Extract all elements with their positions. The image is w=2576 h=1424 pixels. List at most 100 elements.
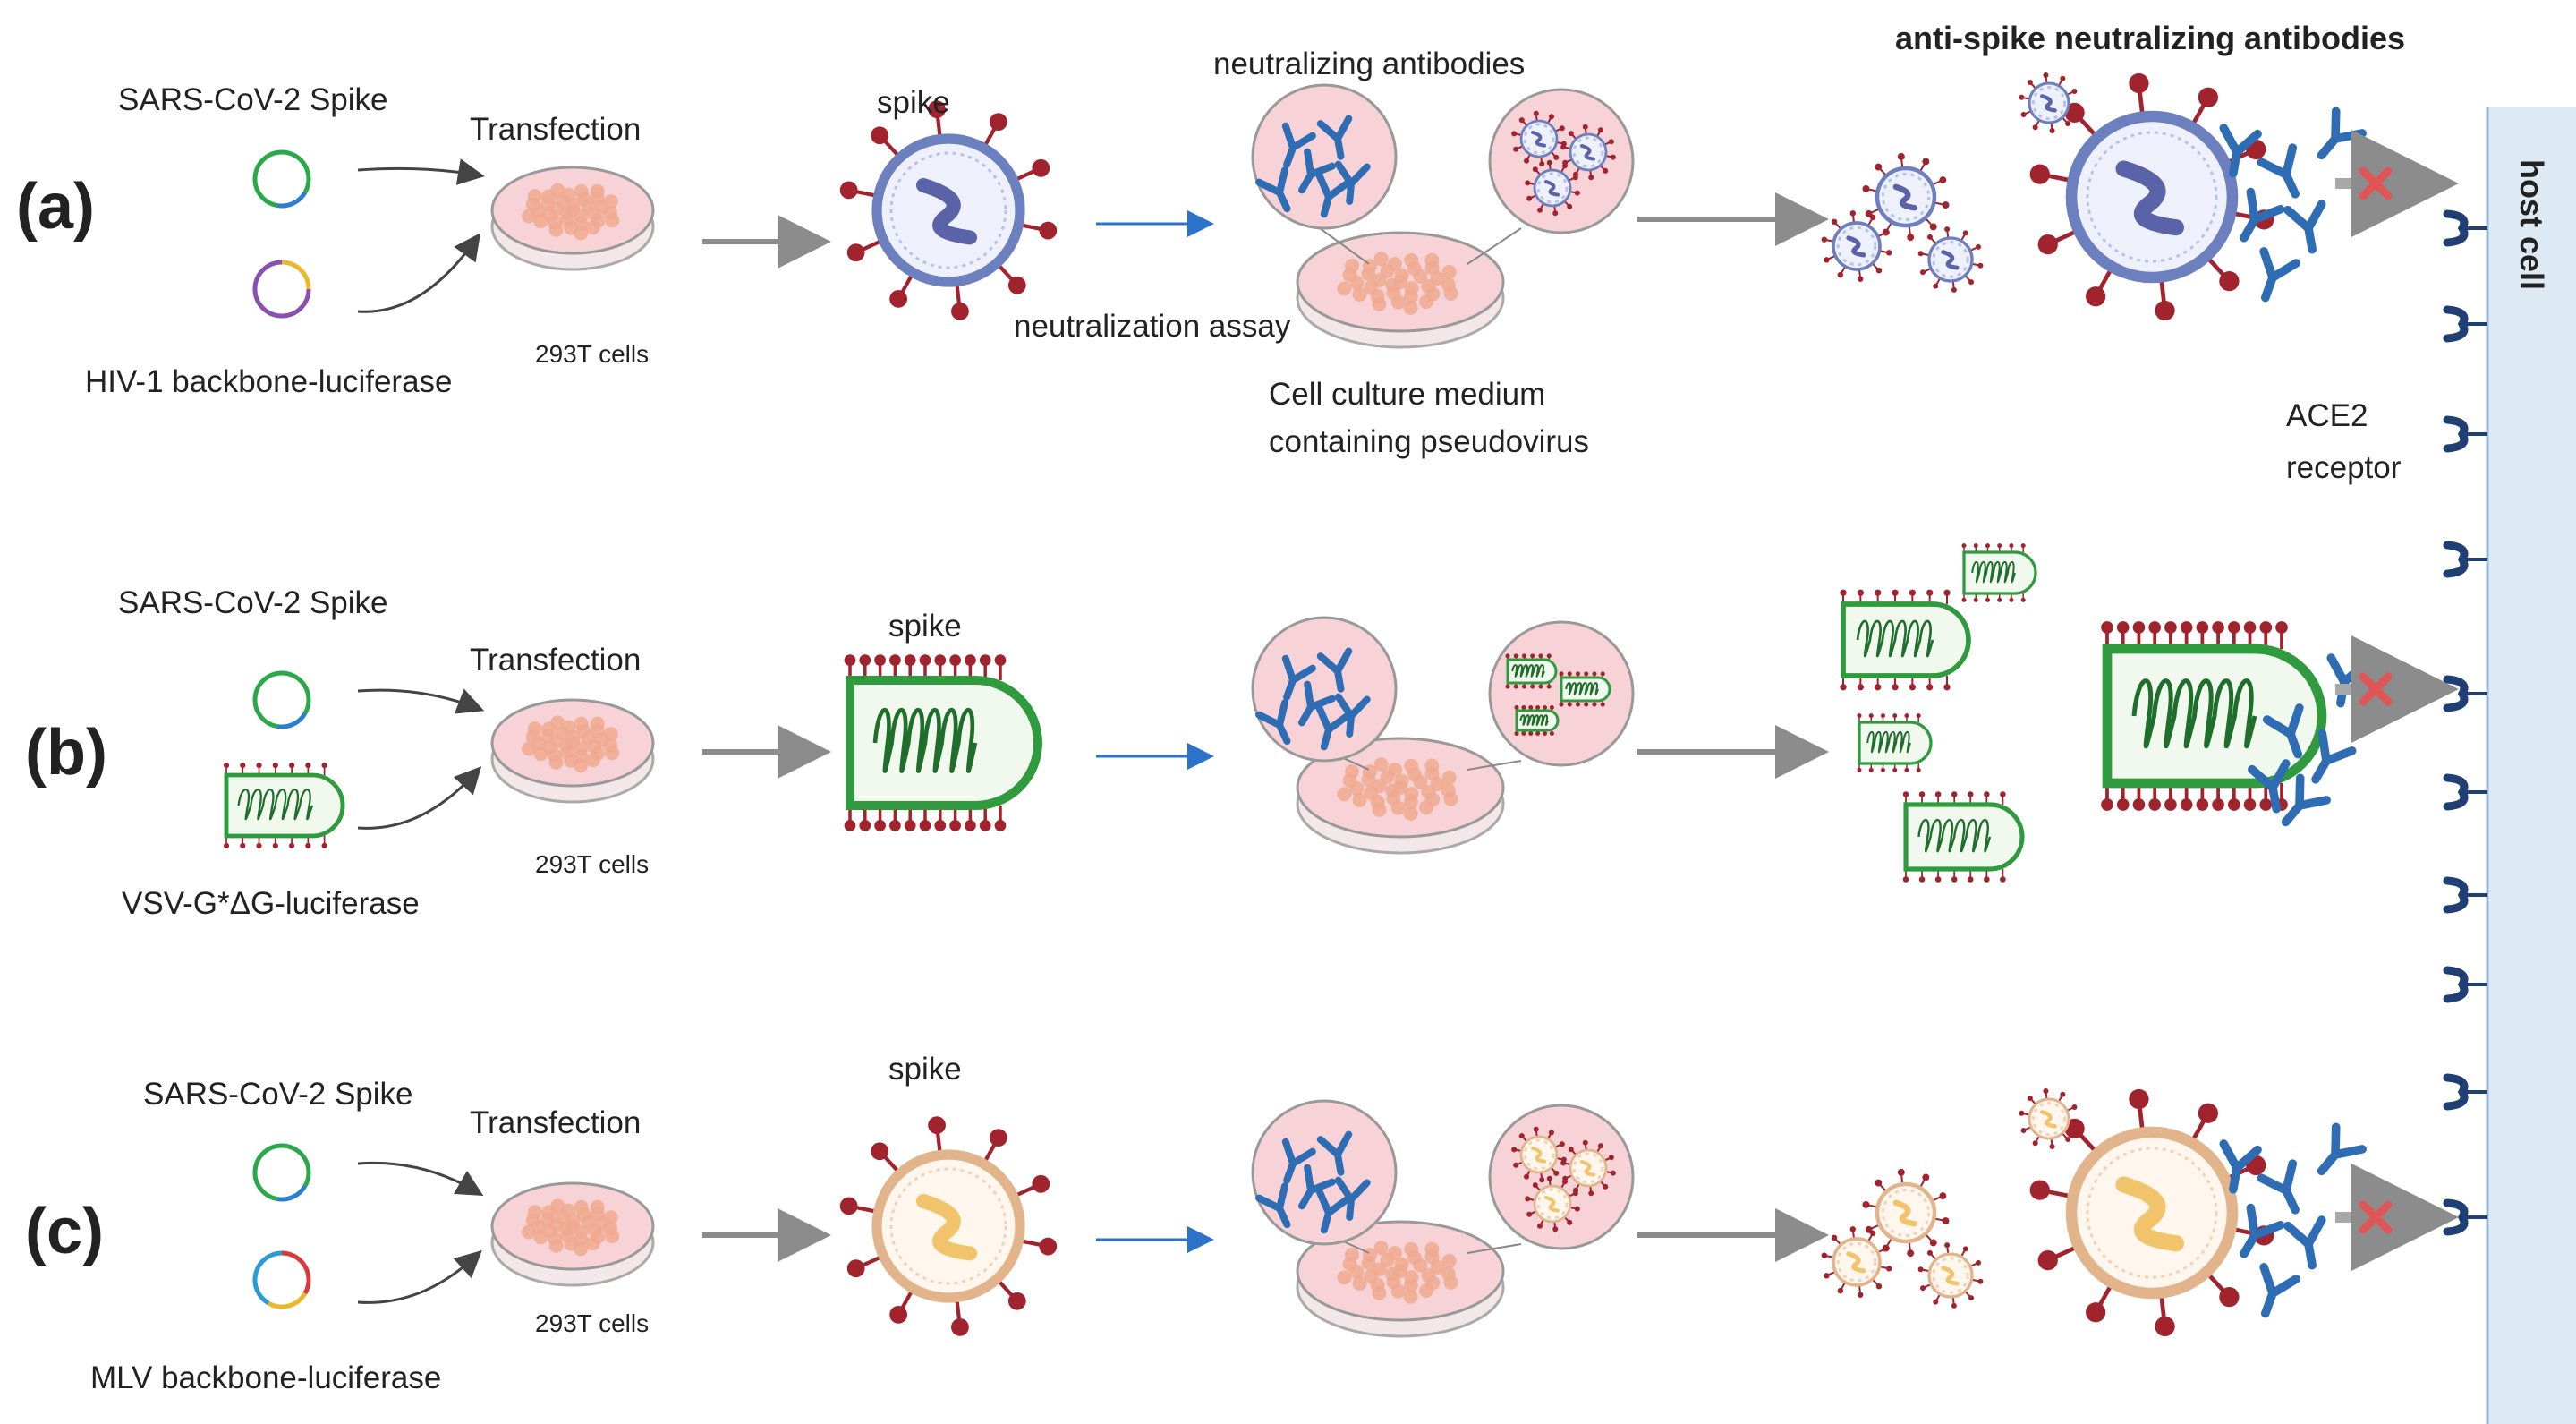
spike-protein (2019, 94, 2025, 100)
plasmid-bottom-label-c: MLV backbone-luciferase (90, 1360, 442, 1395)
spike-protein (1526, 195, 1533, 201)
free-virus (1821, 1226, 1892, 1298)
spike-protein (1868, 713, 1874, 719)
spike-protein (1537, 1223, 1543, 1229)
spike-protein (1567, 1219, 1573, 1225)
antibody (2240, 187, 2285, 243)
antibody (2281, 773, 2331, 827)
spike-protein (1883, 1245, 1890, 1251)
spike-protein (949, 654, 961, 666)
spike-protein (2071, 1104, 2078, 1111)
spike-protein (1875, 1283, 1883, 1290)
spike-protein (2073, 106, 2079, 112)
spike-protein (1610, 1170, 1616, 1176)
spike-protein (928, 1116, 946, 1135)
viral-genome (1941, 250, 1960, 270)
spike-protein (1007, 1292, 1026, 1310)
spike-protein (1546, 653, 1552, 659)
spike-protein (1929, 1239, 1937, 1247)
backbone-plasmid-c (252, 1250, 311, 1309)
spike-protein (846, 1259, 865, 1278)
spike-protein (1875, 267, 1883, 274)
ace2-receptor (2443, 966, 2487, 1003)
spike-protein (1926, 684, 1934, 691)
spike-protein (2132, 798, 2146, 811)
antibody (1281, 122, 1316, 168)
spike-protein (2000, 876, 2006, 883)
row-label-c: (c) (25, 1196, 104, 1267)
spike-protein (1962, 1246, 1968, 1252)
spike-protein (1533, 1126, 1539, 1132)
spike-protein (1997, 597, 2002, 602)
spike-protein (2196, 798, 2209, 811)
spike-protein (1984, 876, 1990, 883)
plasmid-top-label-b: SARS-CoV-2 Spike (118, 585, 388, 620)
spike-protein (1926, 1249, 1933, 1256)
spike-protein (1546, 1175, 1552, 1181)
neutralizing-antibodies-label: neutralizing antibodies (1213, 47, 1526, 81)
spike-protein (1985, 543, 1990, 549)
spike-protein (1533, 110, 1539, 116)
transfection-label-a: Transfection (470, 112, 642, 147)
antibody (1298, 1164, 1336, 1210)
spike-protein (871, 126, 889, 145)
spike-protein (1039, 1237, 1058, 1256)
plasmid-top-label-a: SARS-CoV-2 Spike (118, 82, 388, 117)
ace2-receptor (2443, 1073, 2487, 1111)
spike-protein (1032, 1174, 1050, 1193)
spike-protein (305, 763, 311, 769)
spike-protein (1862, 185, 1870, 192)
antibody-zoom-a (1251, 83, 1398, 230)
mini-virus (1511, 1126, 1567, 1183)
spike-protein (2243, 621, 2257, 634)
spike-protein (989, 113, 1007, 131)
spike-protein (1524, 158, 1530, 164)
spike-protein (889, 654, 901, 666)
transfection-arrow-top-a (357, 158, 485, 185)
spike-protein (1538, 653, 1543, 659)
spike-label-b: spike (888, 609, 962, 644)
spike-protein (272, 842, 278, 848)
spike-protein (1968, 1295, 1975, 1301)
spike-protein (1918, 876, 1926, 883)
free-virus (1917, 226, 1984, 293)
spike-protein (919, 654, 931, 666)
spike-protein (2073, 1121, 2079, 1128)
antibody (1298, 148, 1336, 194)
spike-protein (1592, 702, 1597, 707)
spike-protein (305, 842, 311, 848)
zoom-line (1467, 227, 1522, 265)
spike-protein (1535, 731, 1541, 737)
spike-protein (1528, 731, 1534, 737)
vsv-backbone-b (223, 763, 345, 848)
spike-protein (2043, 72, 2049, 78)
spike-plasmid-b (252, 670, 311, 729)
spike-protein (1916, 767, 1921, 772)
spike-protein (1849, 1226, 1857, 1232)
spike-protein (2020, 1127, 2027, 1133)
spike-protein (1883, 229, 1890, 235)
spike-protein (1922, 1173, 1930, 1181)
spike-protein (1560, 1160, 1567, 1166)
spike-protein (1857, 767, 1862, 772)
antibody (1255, 699, 1291, 746)
spike-protein (979, 654, 991, 666)
free-virus (1862, 1168, 1950, 1258)
spike-protein (1532, 166, 1538, 173)
spike-protein (1857, 589, 1864, 596)
spike-protein (1521, 684, 1526, 689)
antibody (1334, 693, 1371, 738)
spike-protein (2032, 124, 2038, 131)
neutralization-assay-label: neutralization assay (1014, 309, 1291, 344)
spike-protein (1831, 218, 1838, 226)
spike-protein (1552, 1226, 1559, 1232)
spike-protein (2198, 87, 2218, 107)
spike-protein (2086, 1302, 2106, 1323)
spike-protein (1553, 154, 1560, 160)
spike-protein (2020, 111, 2027, 117)
spike-protein (1857, 684, 1864, 691)
spike-protein (1917, 251, 1924, 257)
spike-protein (1922, 158, 1930, 166)
spike-protein (2196, 621, 2209, 634)
